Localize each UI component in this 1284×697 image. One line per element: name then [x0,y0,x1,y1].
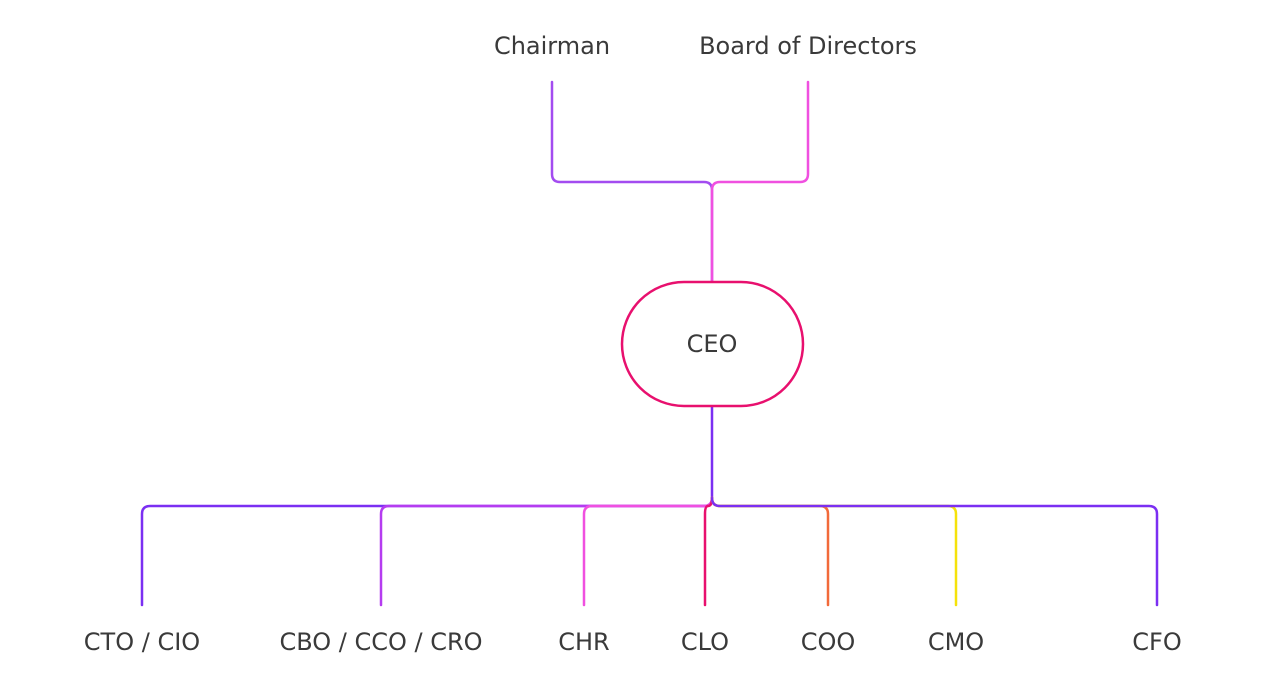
chairman-connector [550,80,714,284]
cto-cio-connector [140,496,714,607]
report-label-chr[interactable]: CHR [558,628,609,656]
ceo-node[interactable]: CEO [620,280,805,408]
cfo-connector [710,496,1159,607]
ceo-node-shape [620,280,805,408]
chr-connector [582,496,714,607]
cmo-connector [710,496,958,607]
report-label-cto-cio[interactable]: CTO / CIO [84,628,200,656]
report-label-clo[interactable]: CLO [681,628,729,656]
coo-connector [710,496,830,607]
ceo-label: CEO [687,330,738,358]
report-label-coo[interactable]: COO [801,628,856,656]
board-connector [710,80,810,284]
report-label-cmo[interactable]: CMO [928,628,984,656]
board-of-directors-label[interactable]: Board of Directors [699,32,917,60]
report-label-cfo[interactable]: CFO [1132,628,1181,656]
chairman-label[interactable]: Chairman [494,32,610,60]
cbo-cco-cro-connector [379,496,714,607]
clo-connector [703,496,714,607]
report-label-cbo-cco-cro[interactable]: CBO / CCO / CRO [279,628,482,656]
